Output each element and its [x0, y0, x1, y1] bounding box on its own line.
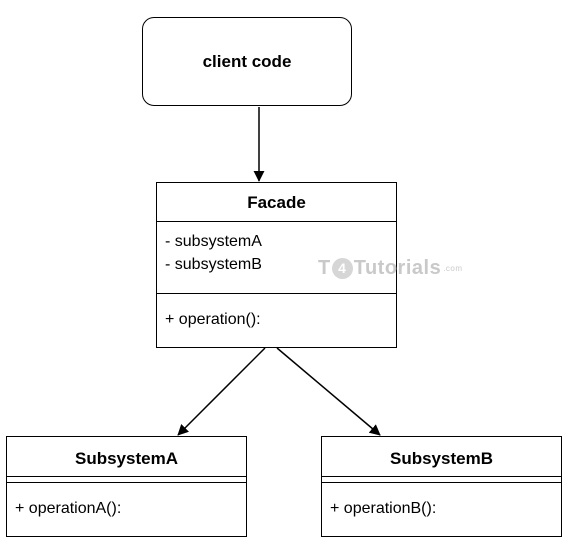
- facade-attribute: - subsystemA: [165, 233, 262, 250]
- t4tutorials-watermark: T 4 Tutorials .com: [318, 253, 463, 283]
- facade-attribute: - subsystemB: [165, 256, 262, 273]
- subsystem-a-operation: + operationA():: [15, 500, 122, 517]
- facade-class: Facade - subsystemA - subsystemB + opera…: [156, 182, 397, 348]
- subsystem-b-class: SubsystemB + operationB():: [321, 436, 562, 537]
- subsystem-a-divider-top: [7, 476, 246, 477]
- watermark-circle-badge: 4: [331, 257, 353, 279]
- arrow-facade-to-subsystem-a: [177, 347, 266, 436]
- facade-operation: + operation():: [165, 311, 261, 328]
- facade-divider-top: [157, 221, 396, 222]
- client-code-node: client code: [142, 17, 352, 106]
- subsystem-a-divider-bottom: [7, 482, 246, 483]
- subsystem-b-divider-bottom: [322, 482, 561, 483]
- subsystem-a-class-name: SubsystemA: [75, 448, 178, 468]
- facade-class-name: Facade: [247, 192, 306, 212]
- subsystem-b-class-name: SubsystemB: [390, 448, 493, 468]
- arrow-facade-to-subsystem-b: [276, 347, 381, 436]
- watermark-suffix: .com: [443, 263, 463, 273]
- facade-divider-bottom: [157, 293, 396, 294]
- subsystem-b-divider-top: [322, 476, 561, 477]
- watermark-word: Tutorials: [353, 256, 442, 279]
- subsystem-a-class: SubsystemA + operationA():: [6, 436, 247, 537]
- subsystem-b-operation: + operationB():: [330, 500, 437, 517]
- watermark-prefix: T: [318, 256, 331, 279]
- client-code-label: client code: [202, 51, 292, 71]
